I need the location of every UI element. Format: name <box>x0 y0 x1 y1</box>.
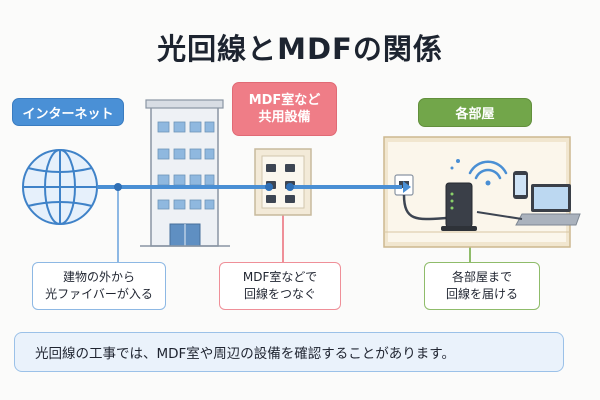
note-left-line1: 建物の外から <box>62 270 135 284</box>
label-internet: インターネット <box>12 98 124 126</box>
globe-icon <box>22 149 98 225</box>
note-mid-line2: 回線をつなぐ <box>243 287 316 301</box>
note-right-line2: 回線を届ける <box>445 287 518 301</box>
smartphone-icon <box>513 171 528 199</box>
building-icon <box>140 99 230 247</box>
laptop-icon <box>515 184 581 226</box>
junction-dot-mdf-a <box>265 183 273 191</box>
label-mdf-line2: 共用設備 <box>258 110 311 125</box>
label-mdf: MDF室など 共用設備 <box>232 82 337 136</box>
note-outside: 建物の外から 光ファイバーが入る <box>32 262 166 310</box>
note-mdf: MDF室などで 回線をつなぐ <box>219 262 341 310</box>
note-rooms: 各部屋まで 回線を届ける <box>424 262 540 310</box>
note-right-line1: 各部屋まで <box>451 270 512 284</box>
note-left-line2: 光ファイバーが入る <box>45 287 153 301</box>
junction-dot-left <box>114 183 122 191</box>
footer-note: 光回線の工事では、MDF室や周辺の設備を確認することがあります。 <box>14 332 564 372</box>
router-icon <box>441 182 477 231</box>
mdf-panel-icon <box>254 148 312 216</box>
label-rooms: 各部屋 <box>418 98 532 127</box>
arrow-head <box>403 181 411 193</box>
label-mdf-line1: MDF室など <box>248 93 321 108</box>
page-title: 光回線とMDFの関係 <box>157 32 443 66</box>
junction-dot-mdf-b <box>286 183 294 191</box>
wifi-icon <box>468 160 508 186</box>
note-mid-line1: MDF室などで <box>242 270 318 284</box>
